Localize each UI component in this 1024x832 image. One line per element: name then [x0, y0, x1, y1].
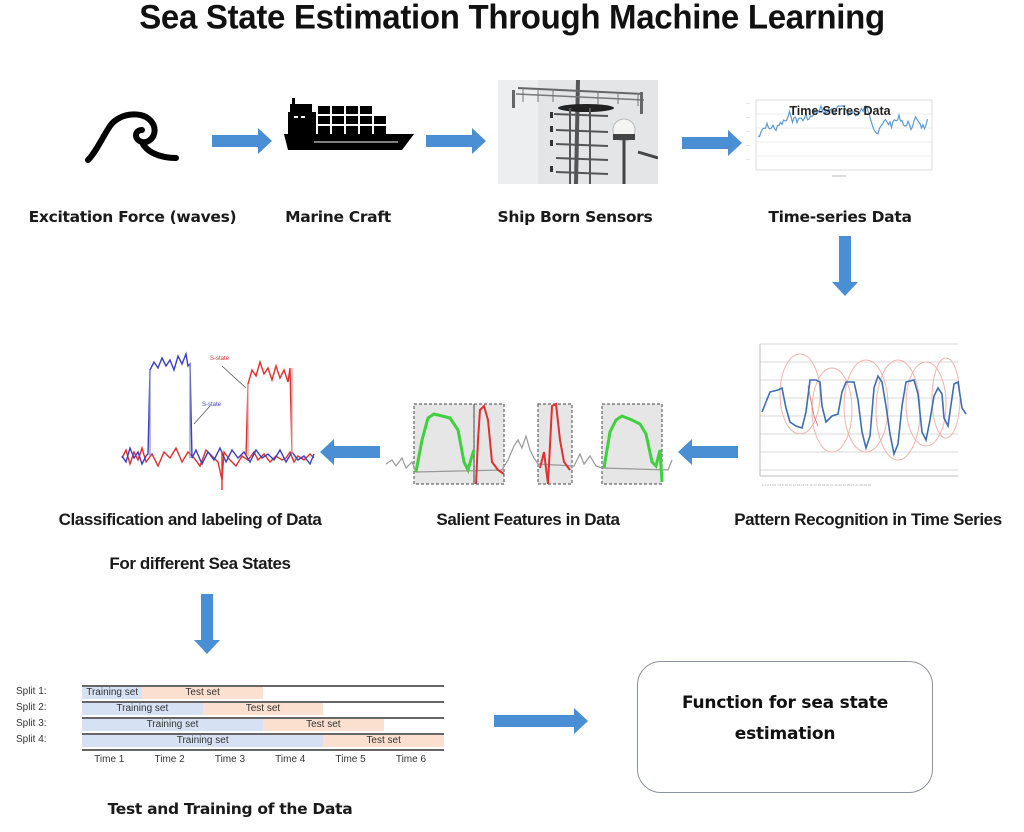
svg-text:—: — [746, 142, 750, 147]
features-chart [384, 400, 674, 490]
flow-arrow-down [832, 236, 858, 298]
step-label-time-series: Time-series Data [768, 208, 912, 226]
step-label-pattern: Pattern Recognition in Time Series [734, 510, 1002, 529]
flow-arrow-right [682, 130, 744, 156]
pattern-chart: 1 2 3 4 5 6 7 8 9 10 11 12 13 14 15 16 1… [748, 336, 968, 496]
step-label-classification-sub: For different Sea States [109, 554, 291, 573]
cv-time-label: Time 6 [395, 754, 427, 765]
cv-training-segment: Training set [82, 719, 263, 731]
svg-text:1 2 3 4 5 6 7 8 9 10 11 12 13: 1 2 3 4 5 6 7 8 9 10 11 12 13 14 15 16 1… [762, 483, 871, 487]
cv-test-segment: Test set [323, 735, 444, 747]
step-label-sensors: Ship Born Sensors [497, 208, 653, 226]
svg-text:—: — [746, 100, 750, 105]
annotation-red: S-state [210, 356, 230, 362]
flow-arrow-down [194, 594, 220, 656]
cv-row-divider [82, 685, 444, 687]
diagram-title: Sea State Estimation Through Machine Lea… [139, 0, 885, 36]
cv-training-segment: Training set [82, 703, 203, 715]
svg-text:—: — [746, 128, 750, 133]
cv-test-segment: Test set [263, 719, 384, 731]
flow-arrow-right [426, 128, 488, 154]
function-box-label: Function for sea state estimation [681, 693, 889, 744]
svg-text:—: — [746, 156, 750, 161]
step-label-salient: Salient Features in Data [436, 510, 620, 529]
cv-time-label: Time 3 [214, 754, 246, 765]
step-label-excitation: Excitation Force (waves) [28, 208, 237, 226]
cv-row-divider [82, 701, 444, 703]
ship-icon [284, 96, 419, 152]
cv-time-label: Time 1 [94, 754, 125, 765]
classification-chart: S-state S-state [118, 340, 318, 490]
sensor-mast-photo [498, 79, 659, 185]
flow-arrow-right [212, 128, 274, 154]
function-box: Function for sea state estimation [637, 661, 933, 793]
cv-time-label: Time 2 [154, 754, 185, 765]
cv-time-label: Time 5 [335, 754, 366, 765]
wave-icon [82, 108, 182, 168]
cv-time-label: Time 4 [275, 754, 306, 765]
flow-arrow-right [494, 708, 590, 734]
cv-split-label: Split 2: [16, 702, 47, 713]
cv-training-segment: Training set [82, 687, 143, 699]
cv-row-divider [82, 749, 444, 751]
svg-text:—: — [746, 114, 750, 119]
cv-test-segment: Test set [142, 687, 263, 699]
flow-arrow-left [676, 439, 738, 465]
cv-test-segment: Test set [202, 703, 324, 715]
cv-split-label: Split 3: [16, 718, 47, 729]
cv-training-segment: Training set [82, 735, 324, 747]
step-label-classification: Classification and labeling of Data [58, 510, 322, 529]
cv-row-divider [82, 733, 444, 735]
step-label-test-training: Test and Training of the Data [107, 800, 353, 818]
flow-arrow-left [318, 439, 380, 465]
annotation-blue: S-state [202, 402, 222, 408]
cv-split-label: Split 1: [16, 686, 47, 697]
step-label-marine-craft: Marine Craft [285, 208, 391, 226]
time-series-chart: — — — — — Time-Series Data [742, 96, 938, 182]
cv-split-label: Split 4: [16, 734, 47, 745]
time-series-inset-title: Time-Series Data [789, 104, 891, 118]
cv-row-divider [82, 717, 444, 719]
